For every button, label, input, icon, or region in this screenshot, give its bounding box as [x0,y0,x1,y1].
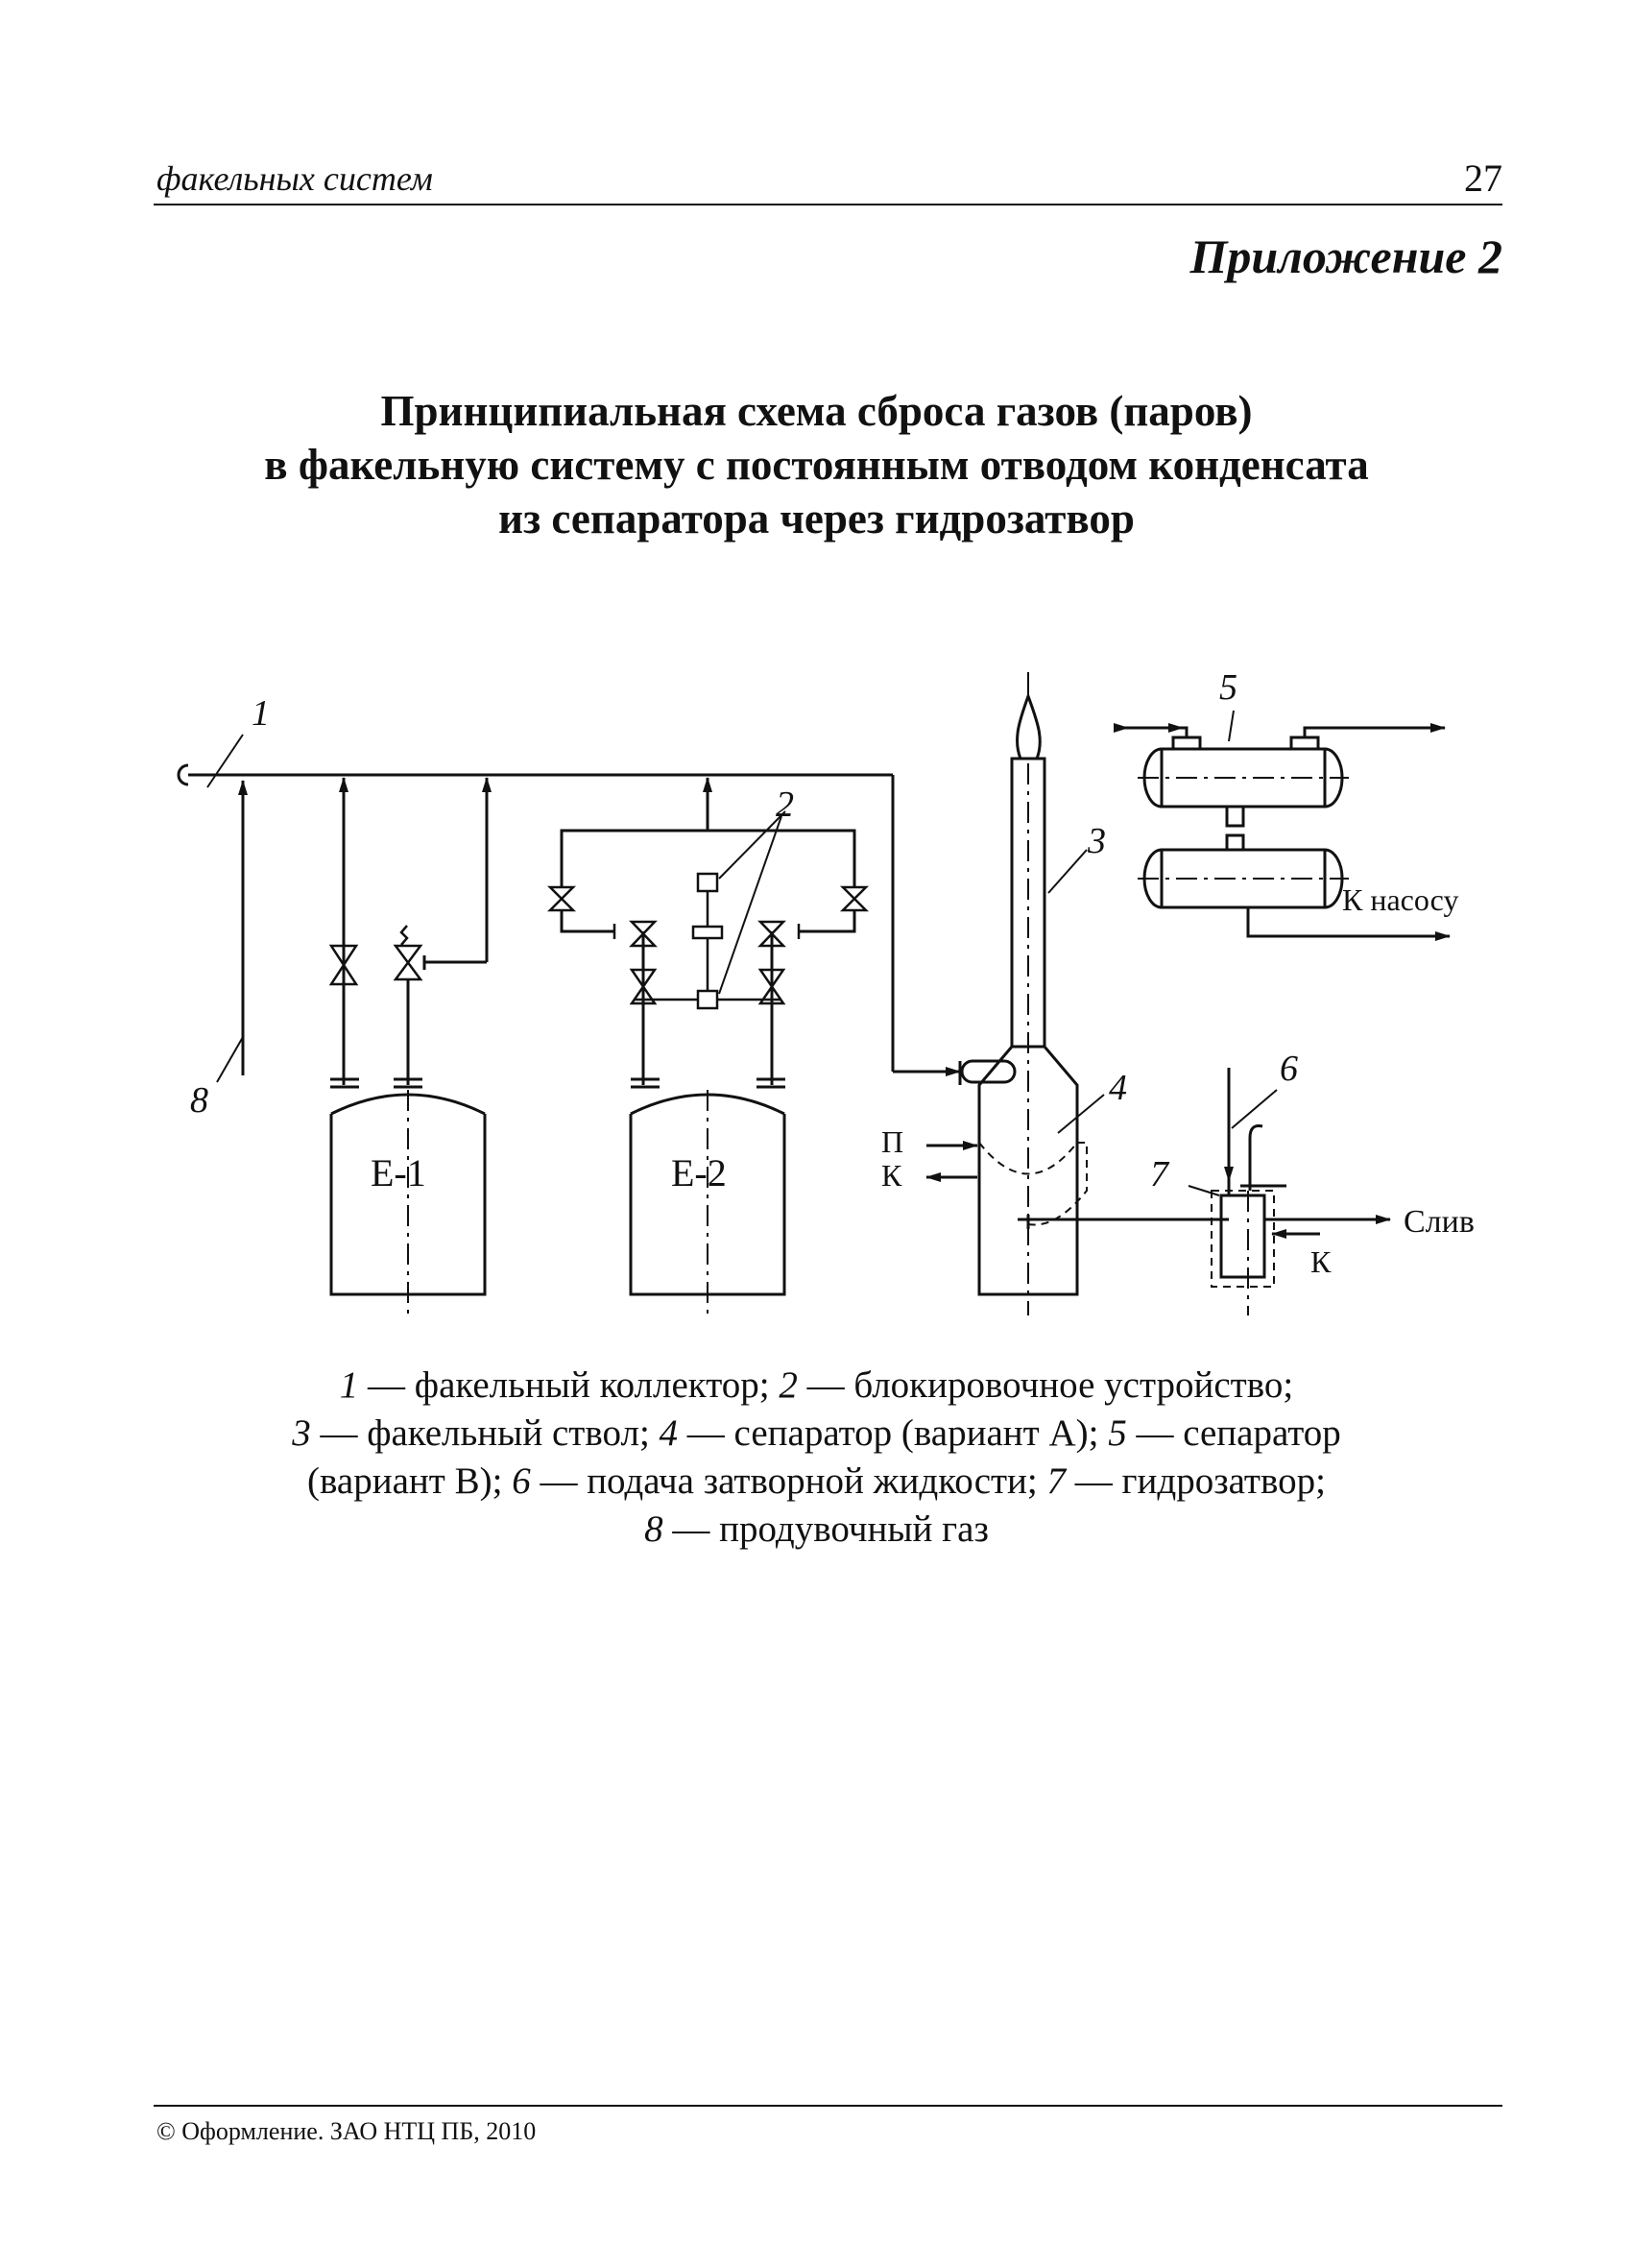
water-seal [1188,1068,1391,1315]
legend-num: 1 [339,1364,359,1406]
vessel-e2 [560,777,856,1315]
legend-text: (вариант В); [307,1460,513,1502]
figure-title: Принципиальная схема сброса газов (паров… [0,384,1633,545]
legend-text: — продувочный газ [662,1508,989,1550]
title-line-1: Принципиальная схема сброса газов (паров… [380,387,1253,435]
legend-num: 6 [512,1460,531,1502]
separator-b [1114,710,1451,941]
page-number: 27 [1464,157,1502,200]
legend-num: 2 [779,1364,798,1406]
legend-text: — сепаратор [1126,1412,1341,1454]
label-7: 7 [1150,1154,1170,1194]
condensate-label-a: К [881,1158,902,1193]
label-2: 2 [776,784,794,825]
legend-num: 5 [1108,1412,1127,1454]
label-3: 3 [1087,821,1106,861]
label-5: 5 [1219,667,1237,708]
drain-label: Слив [1404,1204,1475,1240]
valve-e1 [328,944,359,986]
separator-a [925,1046,1229,1296]
footer-divider [154,2105,1502,2107]
legend-line-2: 3 — факельный ствол; 4 — сепаратор (вари… [0,1410,1633,1458]
vessel-e1-label: Е-1 [371,1151,426,1194]
legend-text: — факельный ствол; [310,1412,660,1454]
legend-num: 8 [644,1508,663,1550]
valves-e2 [546,885,870,1005]
steam-label: П [881,1124,903,1159]
title-line-3: из сепаратора через гидрозатвор [498,495,1135,543]
condensate-label-b: К [1310,1244,1332,1279]
legend-num: 4 [659,1412,679,1454]
appendix-label: Приложение 2 [1189,229,1502,283]
vessel-e2-label: Е-2 [671,1151,727,1194]
purge-gas-line [216,780,248,1083]
flare-system-diagram: 1 2 3 4 5 6 7 8 Е-1 Е-2 П К К К насосу С… [177,667,1475,1315]
legend-num: 7 [1046,1460,1067,1502]
legend-text: — блокировочное устройство; [797,1364,1294,1406]
legend-text: — подача затворной жидкости; [530,1460,1047,1502]
vessel-e1 [329,777,492,1315]
legend-line-1: 1 — факельный коллектор; 2 — блокировочн… [0,1362,1633,1410]
legend-line-4: 8 — продувочный газ [0,1506,1633,1554]
flare-stack [1010,672,1088,1315]
label-4: 4 [1109,1068,1127,1108]
label-8: 8 [190,1080,208,1121]
legend-line-3: (вариант В); 6 — подача затворной жидкос… [0,1458,1633,1506]
figure-legend: 1 — факельный коллектор; 2 — блокировочн… [0,1362,1633,1554]
legend-text: — сепаратор (вариант А); [678,1412,1109,1454]
label-1: 1 [252,693,270,734]
to-pump-label: К насосу [1342,882,1458,917]
title-line-2: в факельную систему с постоянным отводом… [264,441,1369,489]
interlock-device [634,810,786,1010]
header-divider [154,204,1502,205]
running-title: факельных систем [156,159,433,198]
legend-num: 3 [292,1412,311,1454]
label-6: 6 [1280,1049,1298,1089]
safety-valve-e1 [393,925,423,981]
footer-copyright: © Оформление. ЗАО НТЦ ПБ, 2010 [156,2117,537,2145]
flare-collector [177,734,961,1076]
legend-text: — гидрозатвор; [1066,1460,1326,1502]
legend-text: — факельный коллектор; [358,1364,780,1406]
